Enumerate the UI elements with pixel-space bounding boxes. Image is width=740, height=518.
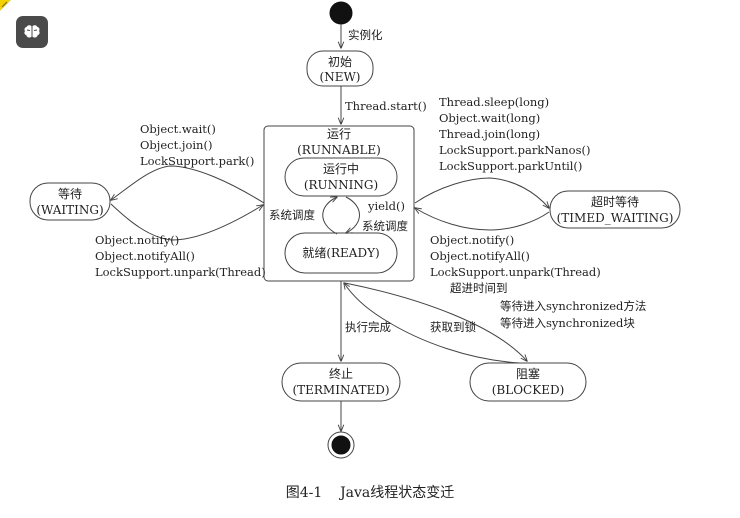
end-node-outer — [327, 431, 355, 459]
arrow-ready-to-running — [322, 197, 337, 235]
arrow-waiting-to-runnable — [110, 203, 263, 241]
state-runnable-name: 运行 — [327, 127, 351, 141]
label-to-timed-4: LockSupport.parkNanos() — [439, 143, 590, 157]
arrow-runnable-to-waiting — [111, 165, 265, 204]
arrow-blocked-to-runnable — [344, 283, 521, 364]
arrow-runnable-to-blocked — [344, 282, 527, 361]
state-running-code: (RUNNING) — [304, 178, 378, 192]
arrow-timed-waiting-to-runnable — [415, 208, 550, 231]
label-to-waiting-1: Object.wait() — [140, 122, 216, 136]
brain-icon — [24, 25, 40, 38]
label-to-waiting-3: LockSupport.park() — [140, 154, 254, 168]
state-waiting-code: (WAITING) — [36, 203, 103, 217]
brain-toggle-button[interactable] — [16, 16, 48, 48]
label-schedule-right: 系统调度 — [362, 219, 408, 233]
state-running-name: 运行中 — [323, 161, 359, 176]
state-blocked-code: (BLOCKED) — [492, 383, 565, 397]
state-runnable-code: (RUNNABLE) — [297, 143, 381, 157]
label-from-waiting-1: Object.notify() — [95, 233, 179, 247]
label-to-timed-3: Thread.join(long) — [439, 127, 540, 141]
state-terminated-name: 终止 — [329, 366, 353, 381]
arrow-runnable-to-timed-waiting — [414, 177, 549, 208]
state-ready — [284, 232, 398, 274]
label-to-timed-2: Object.wait(long) — [439, 111, 540, 125]
state-runnable — [263, 125, 415, 282]
label-from-waiting-2: Object.notifyAll() — [95, 249, 195, 263]
state-terminated-code: (TERMINATED) — [292, 383, 389, 397]
label-from-timed-1: Object.notify() — [430, 233, 514, 247]
label-acquire-lock: 获取到锁 — [430, 320, 476, 334]
label-from-timed-3: LockSupport.unpark(Thread) — [430, 265, 601, 279]
label-from-timed-4: 超进时间到 — [450, 281, 508, 295]
state-new-name: 初始 — [328, 55, 352, 69]
state-waiting — [29, 182, 111, 221]
state-timed-waiting-name: 超时等待 — [591, 194, 639, 209]
state-new-code: (NEW) — [320, 70, 361, 84]
state-blocked — [469, 362, 587, 402]
label-to-timed-1: Thread.sleep(long) — [439, 95, 549, 109]
label-to-blocked-2: 等待进入synchronized块 — [500, 316, 635, 330]
label-to-timed-5: LockSupport.parkUntil() — [439, 159, 582, 173]
state-waiting-name: 等待 — [58, 187, 82, 201]
label-to-blocked-1: 等待进入synchronized方法 — [500, 299, 646, 313]
state-ready-name: 就绪(READY) — [302, 246, 379, 260]
label-to-waiting-2: Object.join() — [140, 138, 212, 152]
label-schedule-left: 系统调度 — [269, 208, 315, 222]
label-instantiate: 实例化 — [348, 28, 383, 42]
label-yield: yield() — [367, 199, 405, 213]
label-finish: 执行完成 — [345, 320, 391, 334]
label-from-waiting-3: LockSupport.unpark(Thread) — [95, 265, 266, 279]
start-node — [329, 1, 353, 25]
figure-caption: 图4-1 Java线程状态变迁 — [285, 485, 455, 501]
pencil-icon — [0, 0, 14, 14]
state-timed-waiting-code: (TIMED_WAITING) — [557, 211, 674, 225]
state-new — [306, 50, 374, 87]
thread-state-diagram: 初始 (NEW) 运行 (RUNNABLE) 运行中 (RUNNING) 就绪(… — [29, 1, 681, 459]
state-blocked-name: 阻塞 — [516, 366, 540, 381]
state-running — [284, 157, 398, 197]
label-thread-start: Thread.start() — [345, 99, 427, 113]
state-timed-waiting — [549, 190, 681, 229]
arrow-running-to-ready — [346, 196, 360, 233]
end-node-inner — [331, 435, 351, 455]
label-from-timed-2: Object.notifyAll() — [430, 249, 530, 263]
